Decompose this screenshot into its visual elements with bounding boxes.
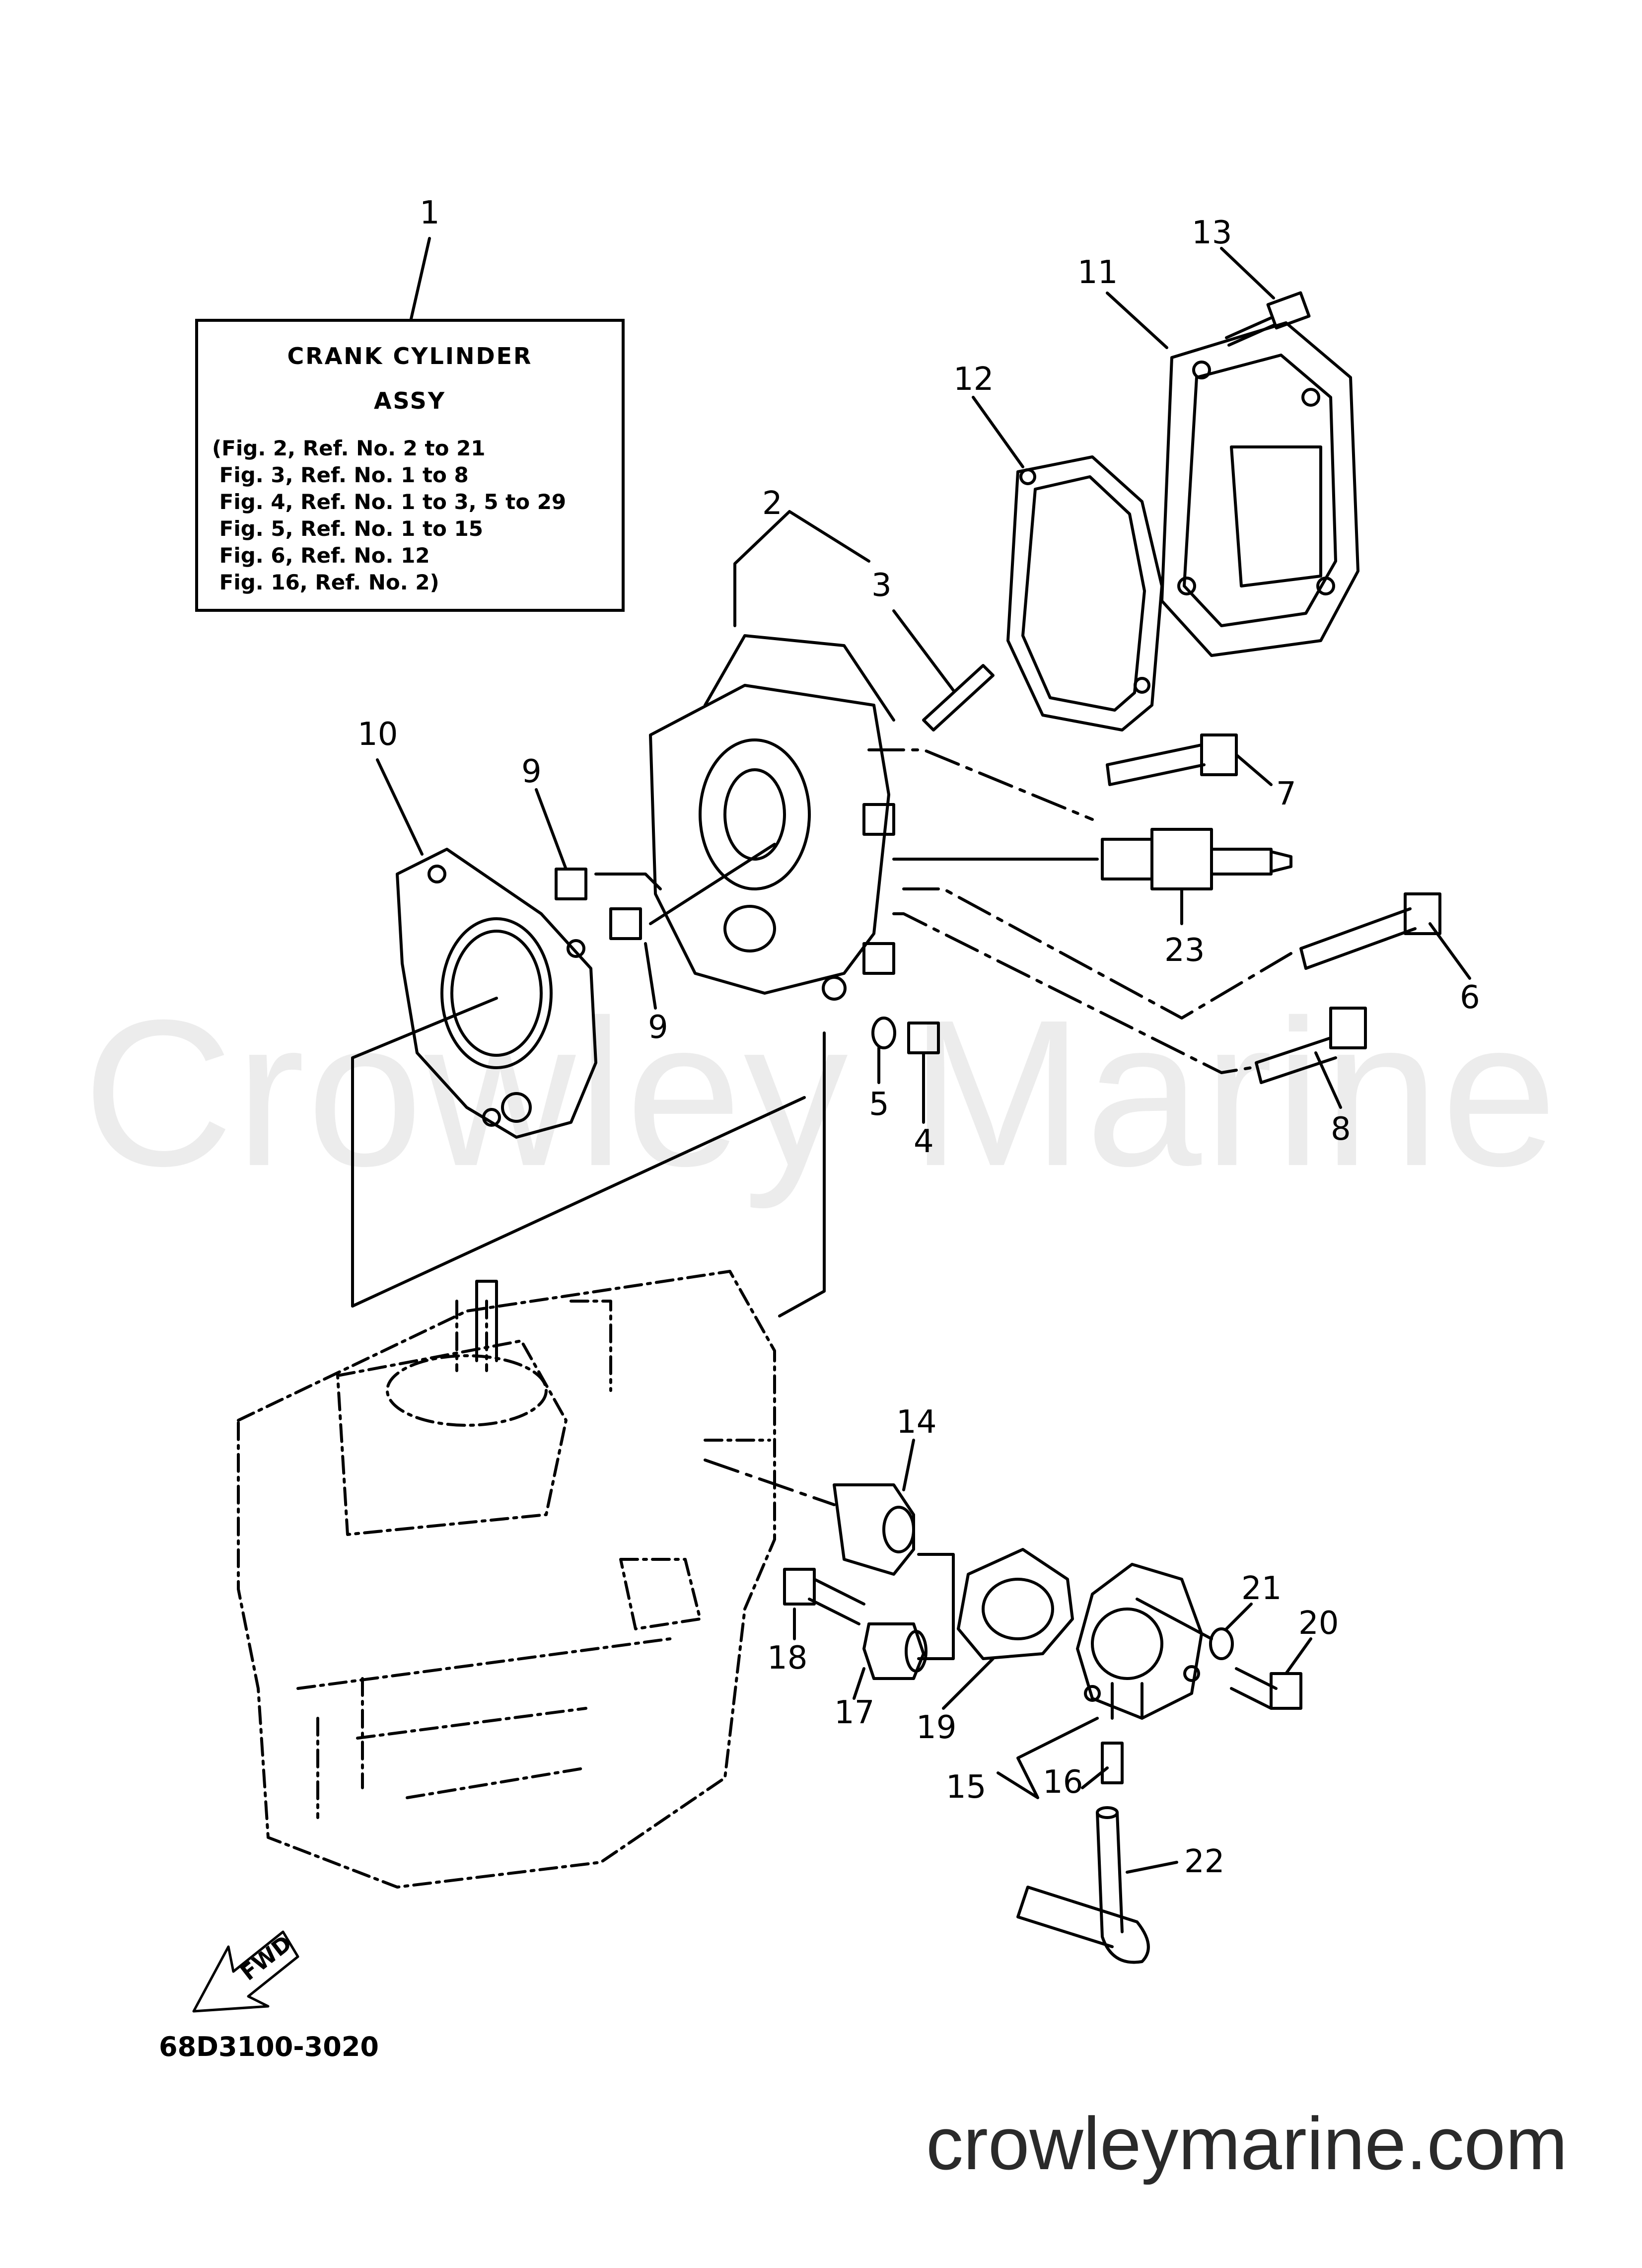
cylinder-head-part bbox=[649, 634, 895, 1001]
assembly-subtitle: ASSY bbox=[373, 387, 446, 414]
dowel-9-upper-part bbox=[555, 868, 587, 900]
washer-5-part bbox=[871, 1017, 896, 1049]
callout-23: 23 bbox=[1164, 932, 1205, 969]
bolt-13-part bbox=[1225, 291, 1311, 347]
guide-8 bbox=[892, 912, 1253, 1074]
assembly-reference-item: (Fig. 2, Ref. No. 2 to 21 bbox=[212, 436, 486, 460]
leader-13 bbox=[1220, 247, 1275, 299]
assembly-reference-list: (Fig. 2, Ref. No. 2 to 21 Fig. 3, Ref. N… bbox=[212, 435, 622, 596]
leader-20 bbox=[1285, 1637, 1312, 1675]
assembly-title: CRANK CYLINDER bbox=[287, 343, 533, 369]
crank-stub bbox=[475, 1280, 498, 1362]
leader-12 bbox=[972, 396, 1024, 468]
dowel-3-part bbox=[922, 664, 995, 732]
callout-11: 11 bbox=[1077, 254, 1118, 291]
guide-6 bbox=[902, 887, 1292, 1020]
cylinder-cover-part bbox=[1160, 321, 1359, 657]
callout-14: 14 bbox=[896, 1404, 936, 1441]
bolt-8-part bbox=[1255, 1007, 1367, 1084]
site-url: crowleymarine.com bbox=[926, 2102, 1568, 2185]
leader-19 bbox=[942, 1657, 995, 1710]
assembly-reference-item: Fig. 5, Ref. No. 1 to 15 bbox=[212, 516, 483, 541]
bolt-4-part bbox=[907, 1022, 940, 1094]
leader-11 bbox=[1106, 292, 1168, 349]
spark-plug-23-part bbox=[1101, 828, 1292, 890]
callout-numbers: 1 2 3 4 5 6 7 8 9 9 10 11 12 13 14 15 16… bbox=[357, 195, 1480, 1880]
leader-8 bbox=[1314, 1051, 1342, 1109]
bolt-20-part bbox=[1230, 1667, 1302, 1710]
fwd-arrow-icon bbox=[192, 1930, 299, 2013]
callout-1: 1 bbox=[420, 195, 440, 231]
bolt-7-part bbox=[1106, 733, 1238, 786]
callout-12: 12 bbox=[953, 361, 994, 398]
leader-7 bbox=[1235, 753, 1273, 786]
leader-2 bbox=[733, 510, 870, 627]
callout-15: 15 bbox=[946, 1769, 986, 1806]
assembly-info-box: CRANK CYLINDER ASSY (Fig. 2, Ref. No. 2 … bbox=[195, 319, 625, 612]
callout-10: 10 bbox=[357, 716, 398, 753]
leader-22 bbox=[1126, 1861, 1178, 1874]
callout-5: 5 bbox=[869, 1086, 889, 1123]
fitting-16-part bbox=[1101, 1742, 1124, 1784]
guide-7 bbox=[867, 748, 1094, 821]
assembly-reference-item: Fig. 3, Ref. No. 1 to 8 bbox=[212, 463, 469, 487]
callout-20: 20 bbox=[1298, 1605, 1339, 1642]
guide-21 bbox=[1136, 1598, 1213, 1640]
callout-9-lower: 9 bbox=[648, 1009, 668, 1046]
thermostat-14-part bbox=[833, 1483, 915, 1576]
callout-18: 18 bbox=[767, 1640, 807, 1677]
callout-21: 21 bbox=[1241, 1570, 1282, 1607]
callout-7: 7 bbox=[1276, 776, 1296, 812]
leader-9-upper bbox=[535, 788, 568, 871]
guide-14-17 bbox=[917, 1553, 955, 1660]
assembly-reference-item: Fig. 16, Ref. No. 2) bbox=[212, 570, 439, 594]
leader-3 bbox=[892, 609, 955, 692]
callout-4: 4 bbox=[914, 1123, 934, 1160]
leader-21 bbox=[1225, 1603, 1253, 1630]
washer-21-part bbox=[1209, 1627, 1234, 1660]
bolt-18-part bbox=[783, 1568, 865, 1625]
leader-16 bbox=[1081, 1766, 1109, 1789]
crankcase-block-part bbox=[237, 1270, 776, 1889]
leader-6 bbox=[1428, 922, 1471, 980]
diagram-code: 68D3100-3020 bbox=[159, 2031, 379, 2062]
callout-9-upper: 9 bbox=[521, 753, 542, 790]
cover-gasket-part bbox=[1006, 455, 1163, 732]
callout-19: 19 bbox=[916, 1709, 956, 1746]
guide-9 bbox=[594, 843, 776, 925]
leader-17 bbox=[853, 1667, 865, 1700]
leader-1 bbox=[410, 237, 431, 320]
block-guide bbox=[704, 1459, 836, 1506]
callout-17: 17 bbox=[834, 1694, 874, 1731]
head-gasket-part bbox=[396, 848, 597, 1139]
callout-13: 13 bbox=[1192, 215, 1232, 251]
callout-22: 22 bbox=[1184, 1843, 1224, 1880]
leader-9-lower bbox=[644, 942, 657, 1010]
projection-frame-base bbox=[351, 1096, 806, 1308]
callout-2: 2 bbox=[762, 485, 783, 522]
bolt-6-part bbox=[1299, 892, 1441, 970]
hose-22-part bbox=[1016, 1806, 1150, 1964]
leader-15 bbox=[997, 1717, 1099, 1799]
callout-16: 16 bbox=[1043, 1764, 1083, 1801]
callout-6: 6 bbox=[1460, 979, 1480, 1016]
thermostat-gasket-part bbox=[957, 1548, 1074, 1660]
callout-8: 8 bbox=[1331, 1111, 1351, 1148]
callout-3: 3 bbox=[871, 567, 892, 604]
projection-frame bbox=[351, 997, 826, 1317]
assembly-reference-item: Fig. 6, Ref. No. 12 bbox=[212, 543, 430, 568]
leader-14 bbox=[902, 1439, 915, 1491]
dowel-9-lower-part bbox=[609, 907, 642, 940]
thermostat-cover-15-part bbox=[1076, 1563, 1203, 1720]
leader-10 bbox=[376, 758, 424, 856]
assembly-reference-item: Fig. 4, Ref. No. 1 to 3, 5 to 29 bbox=[212, 490, 567, 514]
grommet-17-part bbox=[862, 1622, 928, 1680]
